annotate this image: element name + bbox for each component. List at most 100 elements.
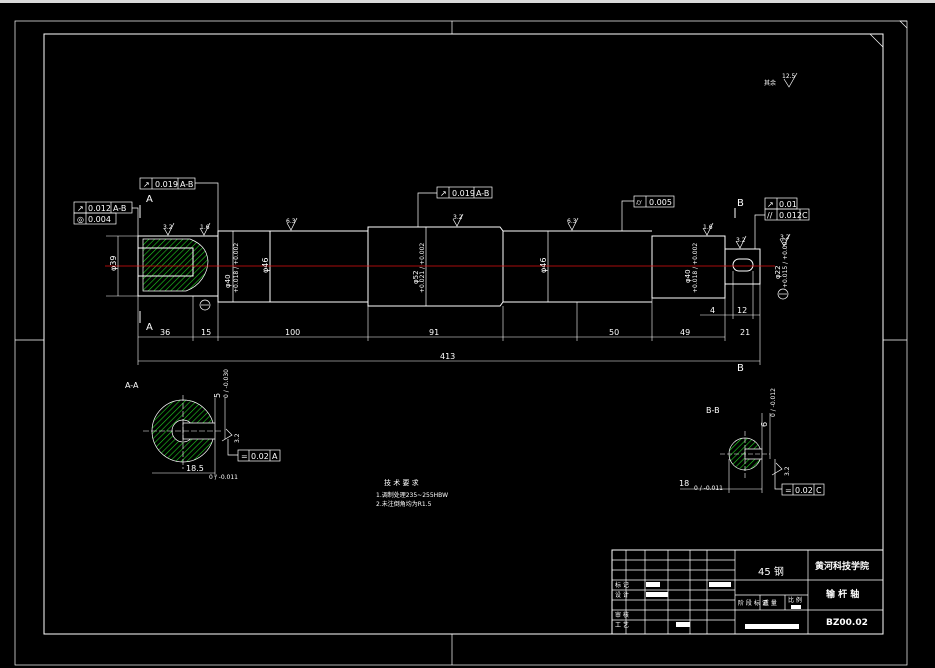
svg-text:A-B: A-B [113, 204, 126, 213]
section-cut-marks: A A B B [139, 194, 744, 374]
svg-text:6.3: 6.3 [567, 218, 577, 225]
svg-text:0.004: 0.004 [88, 215, 111, 224]
svg-text:↗: ↗ [767, 200, 774, 209]
svg-text:45 钢: 45 钢 [758, 565, 784, 578]
svg-text:3.2: 3.2 [453, 214, 463, 221]
svg-text:3.2: 3.2 [784, 466, 791, 476]
svg-text:12: 12 [737, 306, 747, 315]
svg-text:12.5: 12.5 [782, 73, 796, 80]
inner-border [43, 33, 884, 635]
svg-text:◎: ◎ [77, 215, 84, 224]
roughness-marks: 3.2 1.6 6.3 3.2 6.3 1.6 3.2 3.2 [163, 213, 791, 249]
svg-text:+0.015 / +0.002: +0.015 / +0.002 [782, 238, 789, 288]
svg-text:100: 100 [285, 328, 300, 337]
svg-text:技 术 要 求: 技 术 要 求 [384, 478, 419, 487]
svg-text:0.01: 0.01 [779, 200, 797, 209]
svg-text:B: B [737, 198, 744, 209]
svg-text:审 核: 审 核 [615, 611, 629, 619]
svg-text:3.2: 3.2 [780, 234, 790, 241]
svg-text:0 / -0.012: 0 / -0.012 [770, 388, 777, 417]
svg-text:B: B [737, 363, 744, 374]
svg-text:1.6: 1.6 [703, 224, 713, 231]
tolerance-frame-left-1: ↗ 0.019 A-B [139, 177, 219, 231]
svg-text:A: A [272, 452, 278, 461]
svg-text:阶 段 标 记: 阶 段 标 记 [738, 599, 768, 607]
svg-text:A-A: A-A [125, 381, 139, 390]
svg-text:C: C [802, 211, 808, 220]
svg-text:A-B: A-B [180, 180, 193, 189]
svg-text:设 计: 设 计 [615, 591, 629, 599]
svg-text:标 记: 标 记 [615, 581, 629, 589]
svg-text:工 艺: 工 艺 [615, 621, 629, 629]
svg-text:4: 4 [710, 306, 715, 315]
length-dimensions: 36 15 100 91 50 49 4 12 21 413 [137, 271, 761, 365]
svg-text:φ40: φ40 [684, 269, 692, 283]
svg-text:0 / -0.030: 0 / -0.030 [223, 369, 230, 398]
svg-text:0 / -0.011: 0 / -0.011 [209, 474, 238, 481]
svg-text:输 杆 轴: 输 杆 轴 [826, 588, 859, 600]
title-block: 标 记 设 计 审 核 工 艺 阶 段 标 记 重 量 比 例 45 钢 黄河科… [611, 549, 884, 635]
svg-text:5: 5 [213, 393, 222, 398]
svg-text:15: 15 [201, 328, 211, 337]
svg-text:3.2: 3.2 [736, 237, 746, 244]
svg-text:φ46: φ46 [261, 258, 270, 273]
svg-text:↗: ↗ [440, 189, 447, 198]
outer-border [14, 20, 908, 666]
tech-requirements: 技 术 要 求 1.调制处理235~255HBW 2.未注倒角均为R1.5 [376, 478, 448, 508]
section-aa: A-A 5 0 / -0.030 18.5 0 / -0.011 3.2 = 0… [125, 369, 281, 481]
tolerance-frame-middle: ↗ 0.019 A-B [417, 186, 493, 227]
tolerance-frame-left-2: ↗ 0.012 A-B ◎ 0.004 [73, 201, 139, 236]
svg-text:A-B: A-B [476, 189, 489, 198]
svg-text:0.012: 0.012 [88, 204, 111, 213]
top-window-bar [0, 0, 935, 3]
svg-text:0.019: 0.019 [155, 180, 178, 189]
svg-text:⌭: ⌭ [636, 198, 642, 207]
svg-text:91: 91 [429, 328, 439, 337]
svg-text:A: A [146, 322, 153, 333]
diameter-dimensions: φ39 φ40 +0.018 / +0.002 φ46 φ52 +0.021 /… [106, 235, 789, 297]
svg-text:0.019: 0.019 [452, 189, 475, 198]
general-roughness: 其余 12.5 [764, 72, 798, 88]
engineering-drawing: 其余 12.5 φ39 φ40 +0.018 / [14, 20, 908, 666]
section-bb: B-B 6 0 / -0.012 18 0 / -0.011 3.2 = 0.0… [679, 388, 825, 496]
datum-symbols [199, 288, 789, 311]
svg-text:1.调制处理235~255HBW: 1.调制处理235~255HBW [376, 491, 448, 499]
svg-text:+0.018 / +0.002: +0.018 / +0.002 [233, 243, 240, 293]
svg-text:+0.021 / +0.002: +0.021 / +0.002 [419, 243, 426, 293]
svg-text:0.012: 0.012 [779, 211, 802, 220]
svg-text:1.6: 1.6 [200, 224, 210, 231]
tolerance-frame-cylindricity: ⌭ 0.005 [621, 195, 675, 231]
svg-text:49: 49 [680, 328, 690, 337]
svg-text:黄河科技学院: 黄河科技学院 [815, 560, 869, 572]
svg-text:21: 21 [740, 328, 750, 337]
svg-text:↗: ↗ [143, 180, 150, 189]
svg-text:BZ00.02: BZ00.02 [826, 618, 868, 628]
tolerance-frame-right: ↗ 0.01 // 0.012 C [754, 197, 810, 249]
svg-text:C: C [816, 486, 822, 495]
svg-text:6.3: 6.3 [286, 218, 296, 225]
svg-text:=: = [785, 486, 792, 495]
svg-text:B-B: B-B [706, 406, 720, 415]
svg-text:3.2: 3.2 [234, 433, 241, 443]
svg-text:6: 6 [760, 422, 769, 427]
svg-text:0 / -0.011: 0 / -0.011 [694, 485, 723, 492]
svg-text:18: 18 [679, 479, 689, 488]
svg-text:36: 36 [160, 328, 170, 337]
svg-text:φ46: φ46 [539, 258, 548, 273]
svg-text:φ52: φ52 [412, 270, 420, 284]
svg-text:+0.018 / +0.002: +0.018 / +0.002 [692, 243, 699, 293]
svg-text:50: 50 [609, 328, 619, 337]
svg-text:=: = [241, 452, 248, 461]
svg-text:其余: 其余 [764, 79, 776, 87]
svg-text:413: 413 [440, 352, 455, 361]
svg-text:A: A [146, 194, 153, 205]
svg-text:φ40: φ40 [224, 274, 232, 288]
svg-text:2.未注倒角均为R1.5: 2.未注倒角均为R1.5 [376, 500, 432, 508]
svg-text://: // [767, 211, 773, 220]
svg-text:0.02: 0.02 [795, 486, 813, 495]
svg-text:↗: ↗ [77, 204, 84, 213]
svg-text:3.2: 3.2 [163, 224, 173, 231]
svg-text:比 例: 比 例 [788, 596, 802, 604]
svg-text:0.02: 0.02 [251, 452, 269, 461]
svg-text:φ39: φ39 [109, 256, 118, 271]
